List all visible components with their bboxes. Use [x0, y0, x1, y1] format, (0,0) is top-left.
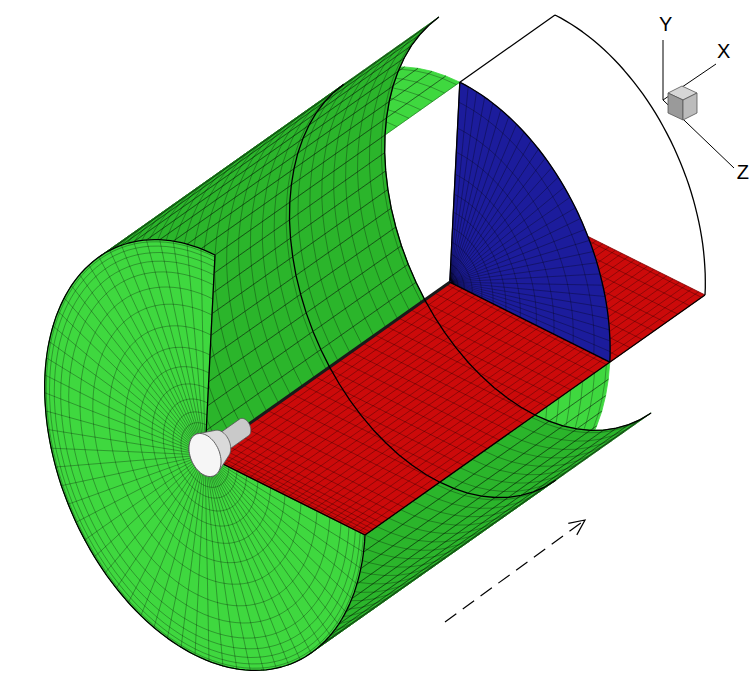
axis-triad — [663, 40, 734, 168]
axis-label: X — [717, 41, 730, 61]
triad-cube — [683, 93, 697, 120]
axis-line — [242, 282, 449, 428]
body-front — [189, 434, 221, 477]
flow-arrowhead — [568, 520, 585, 535]
axis-label: Z — [737, 162, 749, 182]
body-shell — [189, 430, 231, 476]
triad-cube — [668, 93, 683, 120]
block-outline — [45, 15, 706, 670]
axis-label: Y — [659, 14, 672, 34]
flow-arrow — [445, 520, 585, 622]
cross-section-grid — [450, 82, 610, 362]
cross-section-plane — [450, 82, 610, 362]
